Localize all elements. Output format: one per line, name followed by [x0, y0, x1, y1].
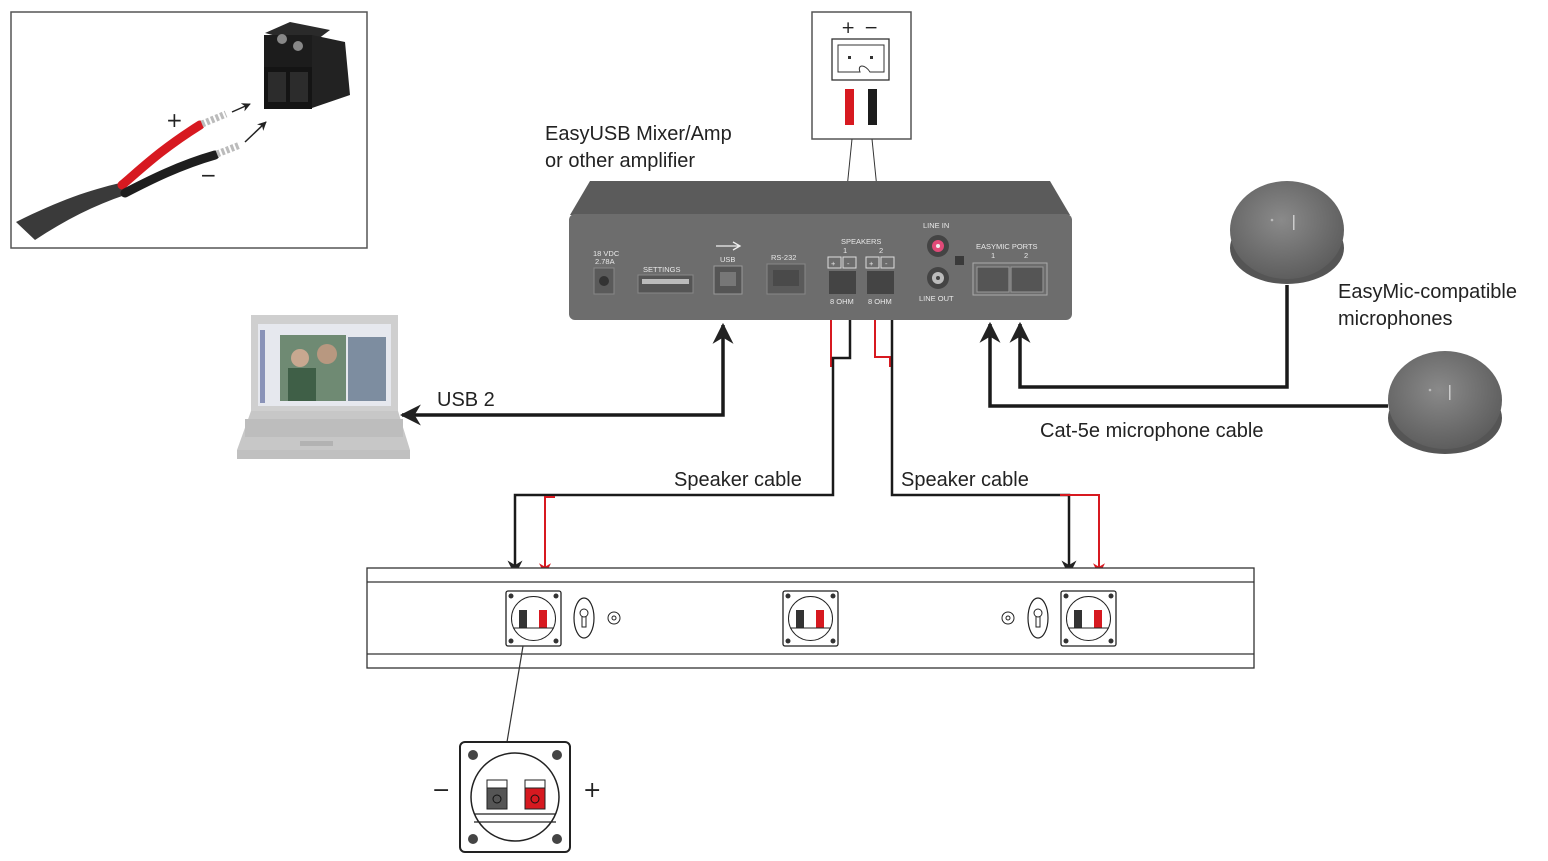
- terminal-minus-label: -: [847, 259, 850, 268]
- speaker-terminal-2[interactable]: + - 8 OHM: [865, 256, 895, 306]
- settings-label: SETTINGS: [643, 265, 681, 274]
- detail-plus-label: +: [583, 778, 601, 803]
- power-label-voltage: 18 VDC: [593, 249, 620, 258]
- amp-title-line2: or other amplifier: [545, 150, 695, 172]
- easymic-ports-label: EASYMIC PORTS: [976, 242, 1038, 251]
- amp-top: [570, 181, 1070, 215]
- easymic-ports: EASYMIC PORTS 1 2: [972, 242, 1048, 296]
- connector-outline: [831, 38, 890, 81]
- speaker-terminal-detail: [459, 741, 571, 853]
- easymic-port-1[interactable]: [976, 266, 1010, 293]
- usb-port[interactable]: USB: [713, 241, 743, 295]
- arrow-to-connector: [244, 121, 267, 143]
- positive-strand: [200, 110, 228, 128]
- mic-led-bar: [1449, 385, 1451, 400]
- inset-frame: [811, 11, 912, 140]
- usb-port-label: USB: [720, 255, 735, 264]
- speaker-terminal-right[interactable]: [1060, 590, 1117, 647]
- mics-label-line2: microphones: [1338, 308, 1453, 330]
- terminal-plus-label: +: [831, 259, 836, 268]
- mic-led-bar: [1293, 215, 1295, 230]
- inset-cable-wiring: + −: [10, 11, 368, 249]
- polarity-plus-label: +: [841, 18, 855, 38]
- inset-plus-label: +: [166, 108, 183, 132]
- negative-wire-swatch: [868, 89, 877, 125]
- positive-wire: [117, 120, 205, 190]
- laptop-trackpad: [300, 441, 333, 446]
- speaker-port-1-number: 1: [843, 246, 847, 255]
- screw-hole-left-icon: [607, 611, 621, 625]
- ohm-label-1: 8 OHM: [830, 297, 854, 306]
- easymic-port-2-number: 2: [1024, 251, 1028, 260]
- laptop-computer: [237, 315, 410, 459]
- usb-icon: [716, 241, 742, 251]
- inset-connector-polarity: + −: [811, 11, 912, 229]
- polarity-minus-label: −: [864, 18, 878, 38]
- inset-minus-label: −: [200, 163, 217, 187]
- usb-cable: [399, 322, 734, 426]
- microphone-1: [1230, 181, 1344, 284]
- keyhole-mount-left-icon: [573, 597, 595, 639]
- speakers-label: SPEAKERS: [841, 237, 881, 246]
- ohm-label-2: 8 OHM: [868, 297, 892, 306]
- power-label-current: 2.78A: [595, 257, 615, 266]
- rs232-label: RS-232: [771, 253, 796, 262]
- mic-cable-label: Cat-5e microphone cable: [1040, 420, 1263, 442]
- amplifier-device: 18 VDC 2.78A SETTINGS USB RS-232 SPEAKER…: [569, 181, 1072, 320]
- mic-cable-1: [1009, 285, 1289, 389]
- settings-dip-switch[interactable]: SETTINGS: [637, 265, 694, 294]
- negative-wire: [120, 150, 220, 198]
- speaker-cable-right: [874, 320, 1105, 576]
- arrow-to-connector: [231, 103, 251, 113]
- speaker-terminal-center[interactable]: [782, 590, 839, 647]
- line-in-jack[interactable]: LINE IN: [923, 221, 949, 257]
- microphone-2: [1388, 351, 1502, 454]
- positive-wire-swatch: [845, 89, 854, 125]
- cable-jacket: [16, 183, 125, 240]
- detail-callout-line: [506, 645, 524, 743]
- terminal-plus-label: +: [869, 259, 874, 268]
- speaker-terminal-left[interactable]: [505, 590, 562, 647]
- speaker-cable-right-label: Speaker cable: [901, 469, 1029, 491]
- speaker-port-2-number: 2: [879, 246, 883, 255]
- soundbar-speaker: [366, 567, 1255, 669]
- mic-cable-2: [979, 321, 1388, 408]
- speaker-terminal-1[interactable]: + - 8 OHM: [827, 256, 857, 306]
- indicator-led: [955, 256, 964, 265]
- speaker-cable-left-label: Speaker cable: [674, 469, 802, 491]
- keyhole-mount-right-icon: [1027, 597, 1049, 639]
- detail-minus-label: −: [432, 778, 450, 803]
- phoenix-connector-icon: [264, 22, 350, 109]
- amp-title-line1: EasyUSB Mixer/Amp: [545, 123, 732, 145]
- negative-strand: [215, 141, 242, 158]
- easymic-port-2[interactable]: [1010, 266, 1044, 293]
- rs232-port[interactable]: RS-232: [766, 253, 806, 295]
- easymic-port-1-number: 1: [991, 251, 995, 260]
- usb-cable-label: USB 2: [437, 389, 495, 411]
- line-out-jack[interactable]: LINE OUT: [919, 267, 954, 303]
- power-jack[interactable]: 18 VDC 2.78A: [593, 249, 620, 295]
- speaker-outputs: SPEAKERS 1 2 + - 8 OHM + - 8 OHM: [827, 237, 895, 306]
- mics-label-line1: EasyMic-compatible: [1338, 281, 1517, 303]
- screw-hole-right-icon: [1001, 611, 1015, 625]
- line-in-label: LINE IN: [923, 221, 949, 230]
- terminal-minus-label: -: [885, 259, 888, 268]
- speaker-cable-left: [507, 320, 852, 576]
- line-out-label: LINE OUT: [919, 294, 954, 303]
